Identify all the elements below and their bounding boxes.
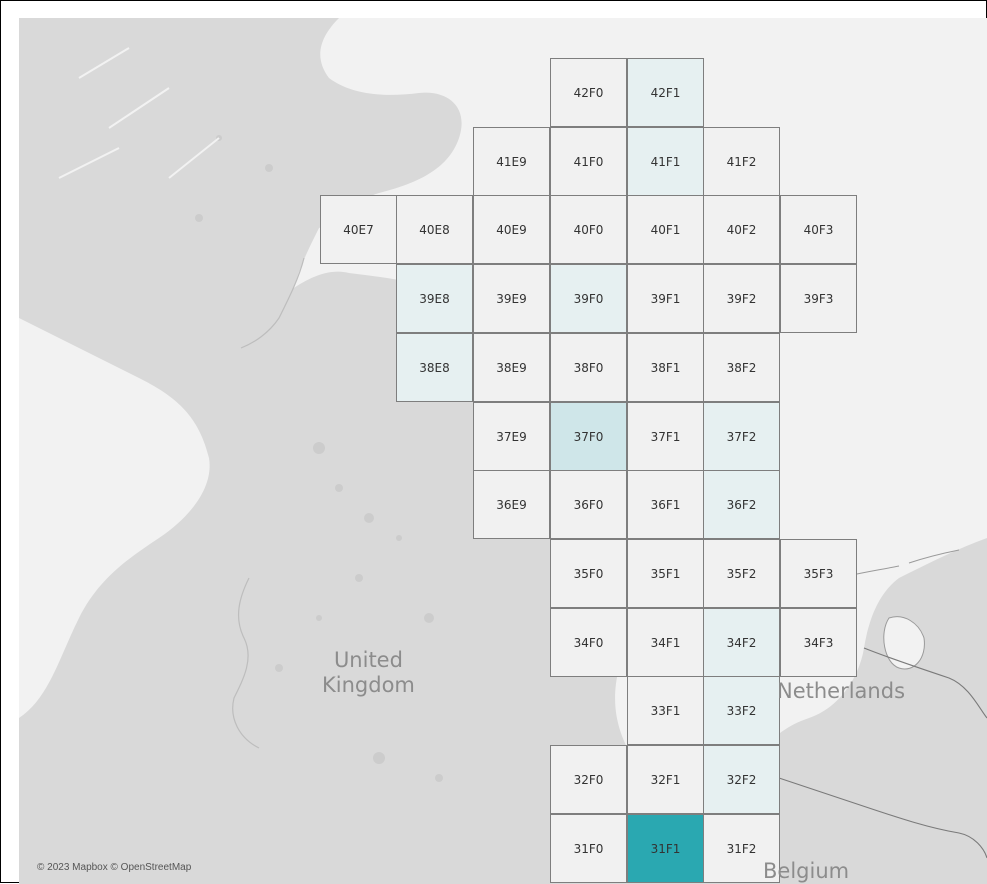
grid-cell-34f2[interactable]: 34F2 [703, 608, 780, 677]
grid-cell-31f1[interactable]: 31F1 [627, 814, 704, 883]
grid-cell-33f1[interactable]: 33F1 [627, 676, 704, 745]
grid-cell-37e9[interactable]: 37E9 [473, 402, 550, 471]
urban-areas [195, 135, 443, 782]
grid-cell-34f0[interactable]: 34F0 [550, 608, 627, 677]
grid-cell-32f0[interactable]: 32F0 [550, 745, 627, 814]
grid-cell-38e9[interactable]: 38E9 [473, 333, 550, 402]
ijsselmeer [883, 616, 925, 670]
grid-cell-40f0[interactable]: 40F0 [550, 195, 627, 264]
grid-cell-42f0[interactable]: 42F0 [550, 58, 627, 127]
wales-coast [232, 577, 260, 749]
grid-cell-37f2[interactable]: 37F2 [703, 402, 780, 471]
grid-cell-35f2[interactable]: 35F2 [703, 539, 780, 608]
grid-cell-35f1[interactable]: 35F1 [627, 539, 704, 608]
grid-cell-37f1[interactable]: 37F1 [627, 402, 704, 471]
grid-cell-34f3[interactable]: 34F3 [780, 608, 857, 677]
grid-cell-40f1[interactable]: 40F1 [627, 195, 704, 264]
highland-lochs [58, 47, 220, 179]
grid-cell-34f1[interactable]: 34F1 [627, 608, 704, 677]
map-attribution[interactable]: © 2023 Mapbox © OpenStreetMap [37, 862, 192, 873]
grid-cell-40e8[interactable]: 40E8 [396, 195, 473, 264]
grid-cell-39f0[interactable]: 39F0 [550, 264, 627, 333]
grid-cell-40e7[interactable]: 40E7 [320, 195, 397, 264]
place-label-uk-line2: Kingdom [322, 673, 415, 698]
grid-cell-32f1[interactable]: 32F1 [627, 745, 704, 814]
continent-land [719, 538, 987, 884]
grid-cell-40e9[interactable]: 40E9 [473, 195, 550, 264]
grid-cell-35f0[interactable]: 35F0 [550, 539, 627, 608]
grid-cell-41f1[interactable]: 41F1 [627, 127, 704, 196]
place-label-uk-line1: United [333, 648, 403, 672]
grid-cell-37f0[interactable]: 37F0 [550, 402, 627, 471]
scotland-coast [240, 257, 305, 349]
grid-cell-39e8[interactable]: 39E8 [396, 264, 473, 333]
grid-cell-36f2[interactable]: 36F2 [703, 470, 780, 539]
grid-cell-32f2[interactable]: 32F2 [703, 745, 780, 814]
grid-cell-38f1[interactable]: 38F1 [627, 333, 704, 402]
grid-cell-41f2[interactable]: 41F2 [703, 127, 780, 196]
country-border [778, 647, 987, 859]
grid-cell-33f2[interactable]: 33F2 [703, 676, 780, 745]
grid-cell-39f1[interactable]: 39F1 [627, 264, 704, 333]
grid-cell-41f0[interactable]: 41F0 [550, 127, 627, 196]
grid-cell-31f0[interactable]: 31F0 [550, 814, 627, 883]
grid-cell-35f3[interactable]: 35F3 [780, 539, 857, 608]
place-label-belgium: Belgium [763, 859, 850, 883]
grid-cell-36f0[interactable]: 36F0 [550, 470, 627, 539]
grid-cell-36e9[interactable]: 36E9 [473, 470, 550, 539]
grid-cell-39e9[interactable]: 39E9 [473, 264, 550, 333]
place-label-uk: United Kingdom [322, 648, 415, 698]
grid-cell-39f3[interactable]: 39F3 [780, 264, 857, 333]
grid-cell-36f1[interactable]: 36F1 [627, 470, 704, 539]
grid-cell-40f3[interactable]: 40F3 [780, 195, 857, 264]
grid-cell-38f2[interactable]: 38F2 [703, 333, 780, 402]
grid-cell-41e9[interactable]: 41E9 [473, 127, 550, 196]
grid-cell-40f2[interactable]: 40F2 [703, 195, 780, 264]
irish-sea [19, 318, 210, 718]
grid-cell-38f0[interactable]: 38F0 [550, 333, 627, 402]
place-label-netherlands: Netherlands [777, 679, 906, 703]
grid-cell-38e8[interactable]: 38E8 [396, 333, 473, 402]
grid-cell-39f2[interactable]: 39F2 [703, 264, 780, 333]
grid-cell-42f1[interactable]: 42F1 [627, 58, 704, 127]
